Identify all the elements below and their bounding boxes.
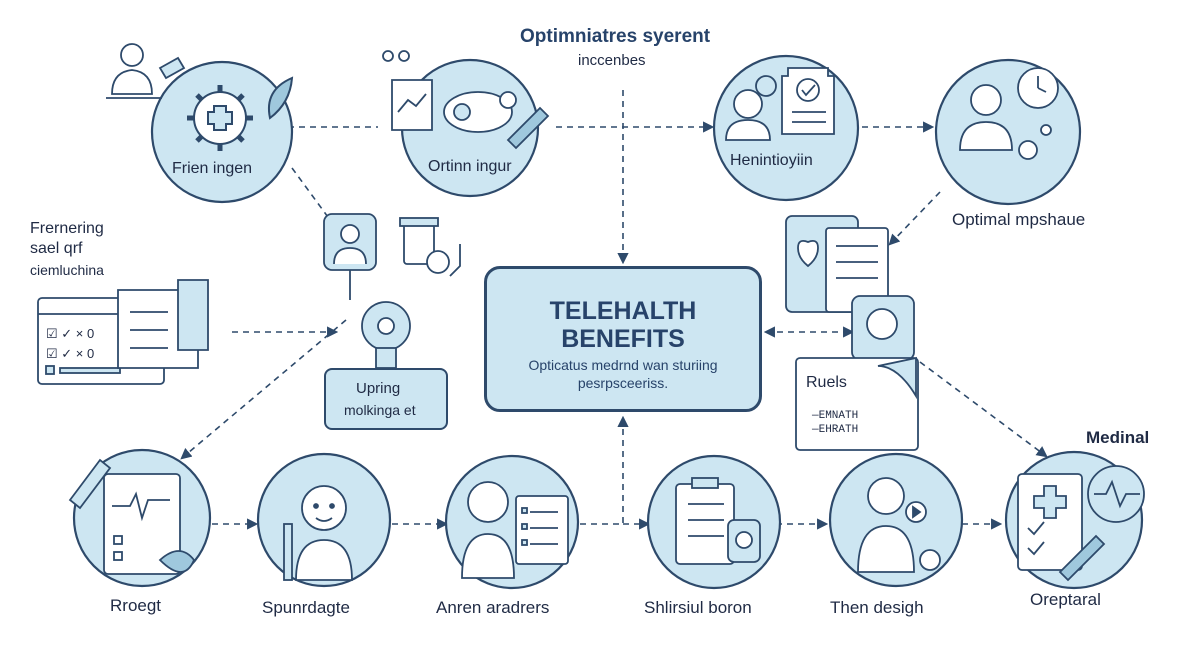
receptionist-icon	[106, 43, 186, 99]
bottom-node-label-rroegt: Rroegt	[110, 596, 162, 615]
top-node-henintioyiin	[712, 54, 860, 202]
connector-right-medinal	[919, 361, 1048, 458]
side-label-medinal: Medinal	[1086, 428, 1150, 447]
left-panel-row-2: ☑ ✓ × 0	[46, 346, 95, 361]
hub-subtitle-line2: pesrpsceeriss.	[577, 375, 669, 391]
top-node-label-ortinn: Ortinn ingur	[428, 158, 512, 175]
top-node-label-henintioyiin: Henintioyiin	[730, 152, 813, 169]
bottom-node-label-spunrdagte: Spunrdagte	[262, 598, 350, 617]
hub-subtitle-line1: Opticatus medrnd wan sturiing	[528, 357, 718, 373]
devices-icon	[382, 50, 550, 150]
header-subtitle: inccenbes	[578, 52, 646, 69]
clipboard-chart-icon	[68, 458, 196, 575]
upring-box: Upring molkinga et	[324, 368, 448, 430]
bottom-node-label-oreptaral: Oreptaral	[1030, 590, 1101, 609]
rules-card	[795, 357, 919, 451]
person-icon	[283, 485, 353, 581]
right-card-label: Ruels	[806, 374, 847, 391]
top-node-label-optimal: Optimal mpshaue	[952, 210, 1086, 229]
hub-box: TELEHALTH BENEFITS Opticatus medrnd wan …	[484, 266, 762, 412]
upring-line2: molkinga et	[344, 402, 416, 418]
connector-optimal-right	[888, 191, 941, 246]
left-panel-graphic	[37, 279, 209, 385]
right-card-formula-2: —EHRATH	[812, 424, 859, 436]
top-node-ortinn	[382, 50, 550, 198]
left-panel-line1: Frernering	[30, 220, 104, 237]
left-panel-line2: sael qrf	[30, 240, 83, 257]
bottom-node-label-shlirsiul: Shlirsiul boron	[644, 598, 752, 617]
patient-jar-icon	[725, 67, 835, 141]
doctor-clock-icon	[959, 67, 1059, 160]
hub-title-line2: BENEFITS	[561, 325, 685, 353]
connector-bottom-3-4	[580, 415, 629, 525]
header-title: Optimniatres syerent	[520, 26, 711, 47]
connector-center-bottom-left	[180, 319, 347, 460]
doctor-tools-icon	[857, 477, 941, 573]
left-panel-line3: ciemluchina	[30, 262, 104, 278]
hub-title-line1: TELEHALTH	[549, 297, 697, 325]
clipboard-scanner-icon	[675, 477, 761, 565]
top-node-optimal	[934, 58, 1082, 206]
person-checklist-icon	[461, 481, 569, 579]
upring-line1: Upring	[356, 380, 401, 397]
center-left-illustration	[323, 213, 461, 369]
right-card-formula-1: —EMNATH	[812, 410, 859, 422]
bottom-node-label-anren: Anren aradrers	[436, 598, 550, 617]
left-panel-row-1: ☑ ✓ × 0	[46, 326, 95, 341]
bottom-node-label-then: Then desigh	[830, 598, 924, 617]
bottom-node-rroegt	[68, 448, 212, 588]
top-node-label-frien: Frien ingen	[172, 160, 253, 177]
bottom-node-then	[828, 452, 964, 588]
right-card-stack	[785, 215, 919, 451]
bottom-node-oreptaral	[1004, 450, 1145, 590]
top-node-frien	[106, 43, 294, 204]
bottom-node-anren	[444, 454, 580, 590]
medical-report-icon	[1017, 465, 1145, 582]
bottom-node-shlirsiul	[646, 454, 782, 590]
gear-medical-icon	[187, 76, 294, 151]
bottom-node-spunrdagte	[256, 452, 392, 588]
